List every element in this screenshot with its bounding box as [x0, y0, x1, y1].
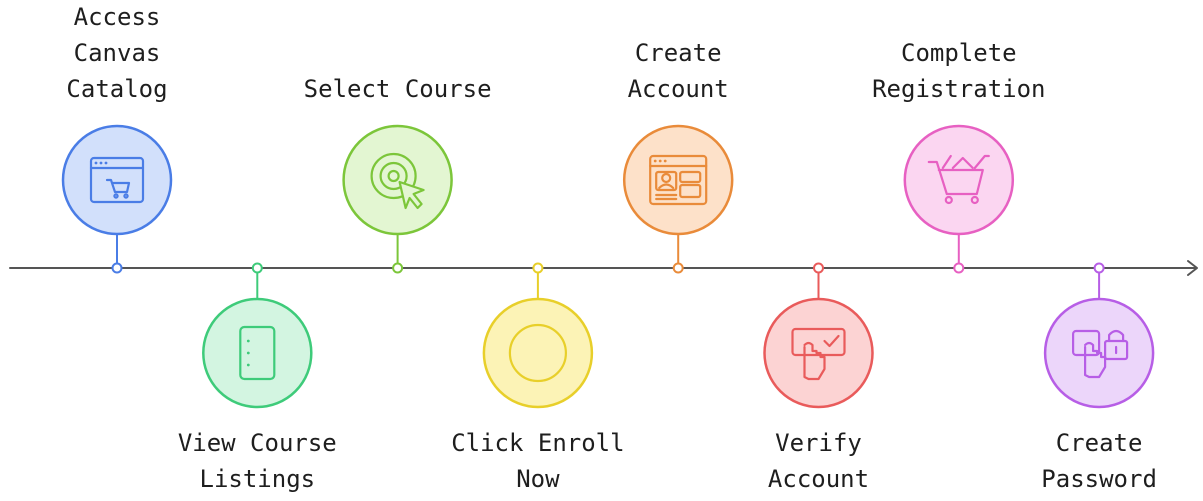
- axis-marker: [1093, 262, 1105, 274]
- axis-marker: [111, 262, 123, 274]
- step-node: [202, 297, 313, 409]
- timeline-step: [342, 124, 453, 274]
- axis-marker: [392, 262, 404, 274]
- step-node: [61, 124, 173, 236]
- tablet-icon: [239, 325, 276, 381]
- step-label: Create Account: [627, 39, 729, 103]
- step-label: Select Course: [303, 75, 492, 103]
- timeline-step: [622, 124, 734, 274]
- timeline-step: [1043, 262, 1155, 409]
- step-label: View Course Listings: [177, 429, 337, 493]
- timeline-step: [903, 124, 1015, 274]
- axis-marker: [672, 262, 684, 274]
- step-node: [482, 297, 594, 409]
- axis-marker: [953, 262, 965, 274]
- hand-checkmark-icon: [791, 327, 846, 381]
- timeline-step: [482, 262, 594, 409]
- timeline-step: [202, 262, 313, 409]
- browser-cart-icon: [89, 156, 145, 204]
- step-label: Create Password: [1041, 429, 1157, 493]
- step-label: Click Enroll Now: [451, 429, 625, 493]
- hand-lock-icon: [1071, 329, 1129, 379]
- step-label: Complete Registration: [872, 39, 1046, 103]
- click-pointer-icon: [370, 152, 425, 210]
- step-label: Verify Account: [767, 429, 870, 493]
- profile-form-icon: [649, 154, 708, 206]
- step-label: Access Canvas Catalog: [66, 3, 168, 103]
- timeline-step: [763, 262, 874, 409]
- step-node: [622, 124, 734, 236]
- timeline-axis: [9, 260, 1198, 276]
- timeline-step: [61, 124, 173, 274]
- step-node: [903, 124, 1015, 236]
- axis-marker: [532, 262, 544, 274]
- button-circle-icon: [508, 323, 568, 383]
- shopping-cart-icon: [927, 154, 990, 205]
- axis-marker: [251, 262, 263, 274]
- axis-marker: [813, 262, 824, 274]
